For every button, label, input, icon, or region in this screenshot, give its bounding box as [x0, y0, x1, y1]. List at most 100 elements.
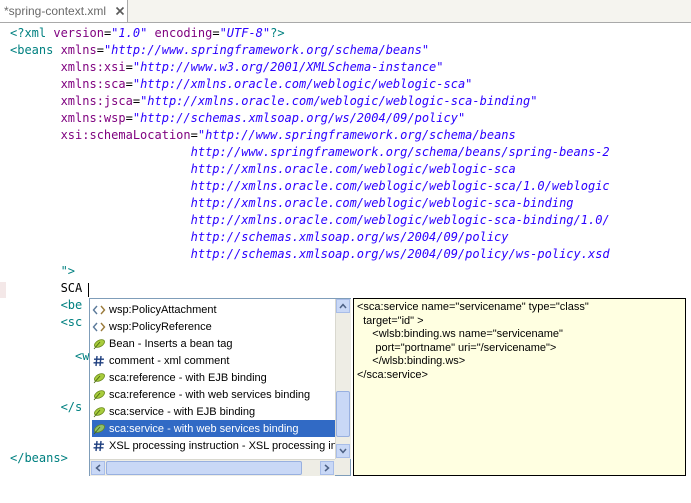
code-line: <?xml version="1.0" encoding="UTF-8"?>	[10, 25, 285, 42]
scrollbar-corner	[335, 459, 350, 475]
code-token: <be	[60, 298, 83, 312]
code-editor[interactable]: <?xml version="1.0" encoding="UTF-8"?><b…	[0, 23, 691, 503]
code-token	[10, 349, 75, 363]
scroll-right-button[interactable]	[320, 461, 334, 475]
code-token: </beans>	[10, 451, 68, 465]
code-token: =	[103, 26, 112, 40]
chevron-up-icon	[339, 303, 347, 309]
code-token	[10, 145, 191, 159]
code-token: "http://www.w3.org/2001/XMLSchema-instan…	[132, 60, 444, 74]
code-token: http://xmlns.oracle.com/weblogic/weblogi…	[190, 162, 516, 176]
code-line: http://xmlns.oracle.com/weblogic/weblogi…	[10, 212, 610, 229]
code-token: =	[125, 60, 133, 74]
code-token: "http://schemas.xmlsoap.org/ws/2004/09/p…	[132, 111, 466, 125]
code-token: http://schemas.xmlsoap.org/ws/2004/09/po…	[190, 247, 610, 261]
code-token: xmlns:jsca	[60, 94, 133, 108]
code-token: xmlns:wsp	[60, 111, 126, 125]
code-token: =	[212, 26, 220, 40]
text-caret	[88, 283, 89, 297]
completion-item[interactable]: sca:service - with EJB binding	[92, 403, 335, 420]
code-line: xmlns:sca="http://xmlns.oracle.com/weblo…	[10, 76, 473, 93]
code-token: http://www.springframework.org/schema/be…	[190, 145, 610, 159]
code-token	[10, 315, 61, 329]
code-line: xmlns:wsp="http://schemas.xmlsoap.org/ws…	[10, 110, 466, 127]
completion-item-label: sca:reference - with EJB binding	[109, 371, 267, 384]
code-line: xsi:schemaLocation="http://www.springfra…	[10, 127, 516, 144]
code-token: ">	[60, 264, 76, 278]
code-token	[10, 60, 61, 74]
code-token: xsi:schemaLocation	[60, 128, 191, 142]
code-line: http://schemas.xmlsoap.org/ws/2004/09/po…	[10, 229, 509, 246]
code-token: version	[53, 26, 104, 40]
completion-item[interactable]: wsp:PolicyReference	[92, 318, 335, 335]
tab-spring-context[interactable]: *spring-context.xml	[0, 0, 128, 22]
code-token: =	[96, 43, 104, 57]
code-line: <beans xmlns="http://www.springframework…	[10, 42, 429, 59]
code-token	[10, 213, 191, 227]
code-line: </beans>	[10, 450, 68, 467]
code-line: xmlns:xsi="http://www.w3.org/2001/XMLSch…	[10, 59, 444, 76]
code-token: encoding	[154, 26, 213, 40]
completion-item[interactable]: sca:reference - with web services bindin…	[92, 386, 335, 403]
close-icon[interactable]	[114, 5, 126, 17]
code-token: <w	[75, 349, 90, 363]
template-preview-line: port="portname" uri="/servicename">	[357, 341, 557, 354]
completion-item[interactable]: XSL processing instruction - XSL process…	[92, 437, 335, 454]
completion-horizontal-scrollbar[interactable]	[90, 459, 335, 476]
code-token	[10, 179, 191, 193]
code-token: "1.0"	[111, 26, 148, 40]
code-token	[10, 94, 61, 108]
completion-item-label: sca:service - with EJB binding	[109, 405, 256, 418]
scroll-up-button[interactable]	[336, 299, 350, 313]
template-preview-line: <wlsb:binding.ws name="servicename"	[357, 328, 563, 340]
horizontal-scroll-thumb[interactable]	[106, 461, 302, 475]
chevron-right-icon	[324, 464, 330, 472]
code-line: <sc	[10, 314, 83, 331]
code-line: SCA	[10, 280, 83, 297]
code-token: xmlns:sca	[60, 77, 126, 91]
code-line: http://xmlns.oracle.com/weblogic/weblogi…	[10, 195, 574, 212]
completion-item-label: sca:service - with web services binding	[109, 422, 299, 435]
code-line: http://www.springframework.org/schema/be…	[10, 144, 610, 161]
hash-comment-icon	[92, 354, 106, 368]
code-token: <beans	[10, 43, 61, 57]
completion-vertical-scrollbar[interactable]	[335, 299, 351, 459]
completion-item[interactable]: sca:service - with web services binding	[92, 420, 335, 437]
code-token	[10, 298, 61, 312]
completion-item-label: sca:reference - with web services bindin…	[109, 388, 311, 401]
code-line: http://schemas.xmlsoap.org/ws/2004/09/po…	[10, 246, 610, 263]
completion-item-label: Bean - Inserts a bean tag	[109, 337, 233, 350]
code-line: http://xmlns.oracle.com/weblogic/weblogi…	[10, 161, 516, 178]
tab-title: *spring-context.xml	[4, 4, 107, 18]
code-token: "http://xmlns.oracle.com/weblogic/weblog…	[140, 94, 538, 108]
code-token: <sc	[60, 315, 83, 329]
code-token	[10, 230, 191, 244]
code-token: xmlns:xsi	[60, 60, 126, 74]
code-token: "http://www.springframework.org/schema/b…	[197, 128, 516, 142]
leaf-template-icon	[92, 337, 106, 351]
code-token: SCA	[10, 281, 83, 295]
chevron-left-icon	[95, 464, 101, 472]
code-token: http://schemas.xmlsoap.org/ws/2004/09/po…	[190, 230, 509, 244]
code-token: http://xmlns.oracle.com/weblogic/weblogi…	[190, 213, 610, 227]
code-token: "http://www.springframework.org/schema/b…	[103, 43, 430, 57]
completion-item[interactable]: comment - xml comment	[92, 352, 335, 369]
code-token	[10, 128, 61, 142]
scroll-left-button[interactable]	[91, 461, 105, 475]
code-token: </s	[60, 400, 83, 414]
completion-item[interactable]: Bean - Inserts a bean tag	[92, 335, 335, 352]
code-token	[147, 26, 154, 40]
scroll-down-button[interactable]	[336, 444, 350, 458]
code-line: <be	[10, 297, 83, 314]
leaf-template-icon	[92, 371, 106, 385]
vertical-scroll-thumb[interactable]	[336, 391, 350, 437]
code-token	[10, 162, 191, 176]
code-line: xmlns:jsca="http://xmlns.oracle.com/webl…	[10, 93, 538, 110]
completion-item[interactable]: wsp:PolicyAttachment	[92, 301, 335, 318]
code-token	[10, 111, 61, 125]
completion-item[interactable]: sca:reference - with EJB binding	[92, 369, 335, 386]
code-token: <?xml	[10, 26, 54, 40]
code-token	[10, 77, 61, 91]
